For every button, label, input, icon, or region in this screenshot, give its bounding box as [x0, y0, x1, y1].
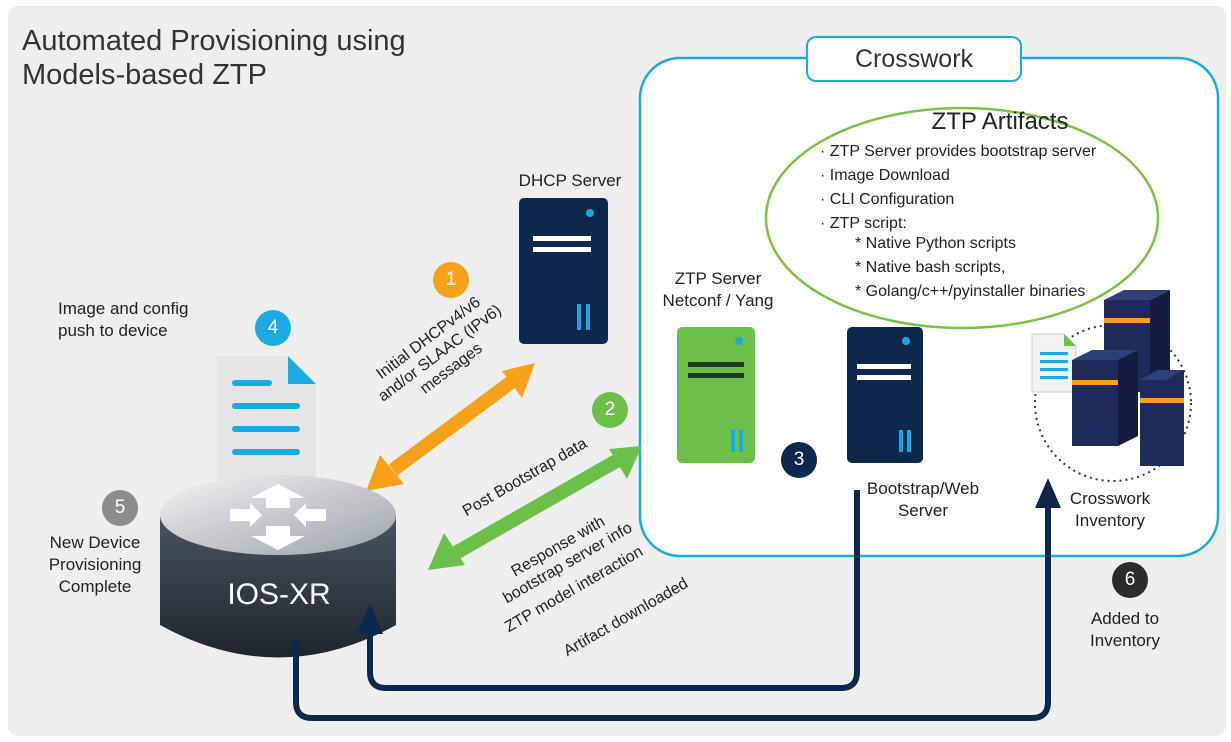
step-2-badge: 2 — [592, 392, 628, 428]
step-5-badge: 5 — [102, 490, 138, 526]
dhcp-server-icon — [519, 198, 608, 344]
crosswork-label: Crosswork — [806, 36, 1022, 82]
ztp-server-icon — [677, 327, 755, 463]
inventory-document-icon — [1031, 333, 1077, 393]
ztp-script-types: * Native Python scripts * Native bash sc… — [855, 232, 1085, 304]
new-device-label: New Device Provisioning Complete — [48, 533, 142, 596]
inventory-added-path — [293, 505, 1051, 721]
ios-xr-router-icon — [160, 475, 396, 658]
image-push-label: Image and config push to device — [58, 299, 189, 340]
step-4-badge: 4 — [255, 310, 291, 346]
artifact-item: · ZTP Server provides bootstrap server — [820, 143, 1097, 160]
diagram-title: Automated Provisioning using Models-base… — [22, 25, 406, 91]
ztp-artifacts-title: ZTP Artifacts — [931, 108, 1069, 135]
step-3-badge: 3 — [781, 442, 817, 478]
step-1-badge: 1 — [433, 262, 469, 298]
added-inventory-label: Added to Inventory — [1090, 609, 1160, 650]
crosswork-inventory-label: Crosswork Inventory — [1069, 489, 1151, 530]
inventory-added-arrowhead — [1035, 478, 1061, 508]
bootstrap-double-arrow — [428, 446, 642, 570]
bootstrap-return-arrowhead — [357, 604, 383, 634]
ztp-artifacts-ellipse — [764, 106, 1160, 330]
ztp-artifacts-list: · ZTP Server provides bootstrap server ·… — [820, 140, 1096, 236]
script-type-item: * Native Python scripts — [855, 235, 1016, 252]
artifact-item: · CLI Configuration — [820, 191, 955, 208]
ztp-server-label: ZTP Server Netconf / Yang — [662, 269, 774, 310]
step-6-badge: 6 — [1112, 562, 1148, 598]
artifact-item: · ZTP script: — [820, 215, 907, 232]
router-label: IOS-XR — [227, 578, 331, 611]
script-type-item: * Native bash scripts, — [855, 259, 1006, 276]
artifact-item: · Image Download — [820, 167, 950, 184]
dhcp-server-label: DHCP Server — [518, 171, 622, 190]
script-type-item: * Golang/c++/pyinstaller binaries — [855, 283, 1086, 300]
bootstrap-server-label: Bootstrap/Web Server — [866, 479, 980, 520]
dhcp-double-arrow — [366, 363, 535, 491]
bootstrap-server-icon — [847, 327, 923, 463]
config-document-icon — [217, 356, 316, 481]
inventory-boxes-icon — [1072, 290, 1184, 466]
bootstrap-return-path — [367, 490, 860, 691]
